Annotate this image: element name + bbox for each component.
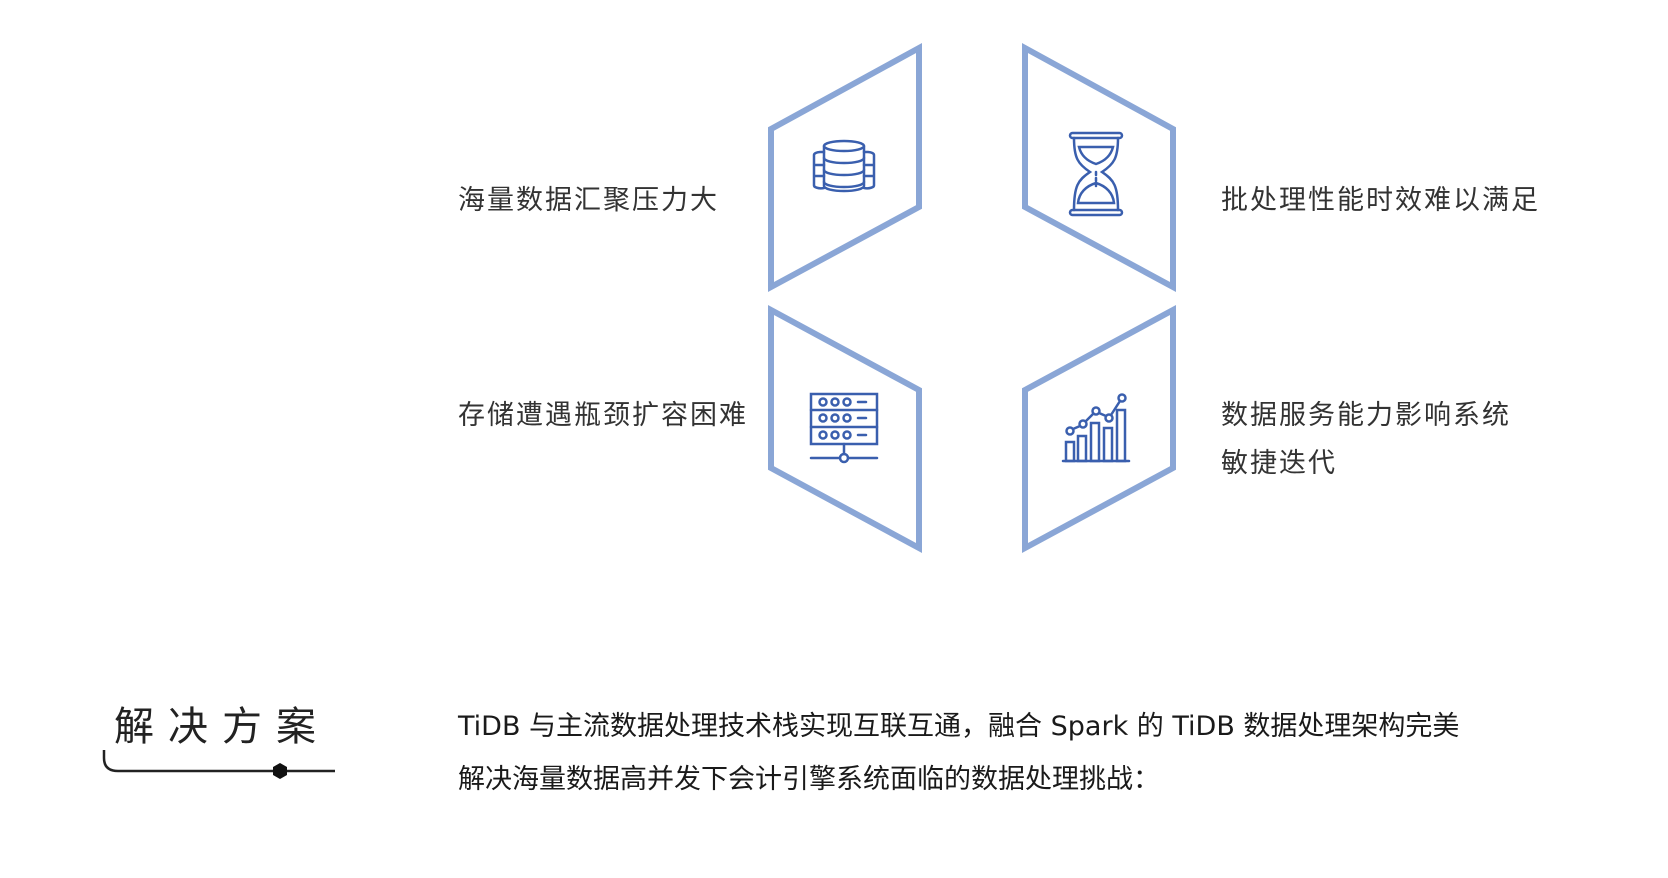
- hex-panel-bottom-right: [1022, 304, 1176, 554]
- challenge-text-4-line2: 敏捷迭代: [1221, 448, 1337, 479]
- challenge-text-3: 存储遭遇瓶颈扩容困难: [458, 400, 748, 431]
- hex-panel-top-left: [768, 42, 922, 293]
- solution-description: TiDB 与主流数据处理技术栈实现互联互通，融合 Spark 的 TiDB 数据…: [458, 700, 1459, 806]
- challenge-text-2: 批处理性能时效难以满足: [1221, 185, 1540, 216]
- database-icon: [812, 139, 876, 193]
- challenge-text-1: 海量数据汇聚压力大: [458, 185, 719, 216]
- hex-panel-top-right: [1022, 42, 1176, 293]
- solution-line-2: 解决海量数据高并发下会计引擎系统面临的数据处理挑战：: [458, 764, 1160, 795]
- challenge-text-4-line1: 数据服务能力影响系统: [1221, 400, 1511, 431]
- solution-title: 解决方案: [114, 704, 330, 750]
- server-rack-icon: [809, 392, 879, 464]
- solution-line-1: TiDB 与主流数据处理技术栈实现互联互通，融合 Spark 的 TiDB 数据…: [458, 711, 1460, 742]
- hex-panel-bottom-left: [768, 304, 922, 554]
- bar-chart-icon: [1061, 393, 1131, 463]
- hourglass-icon: [1068, 131, 1124, 217]
- title-underline-decoration: [102, 750, 335, 779]
